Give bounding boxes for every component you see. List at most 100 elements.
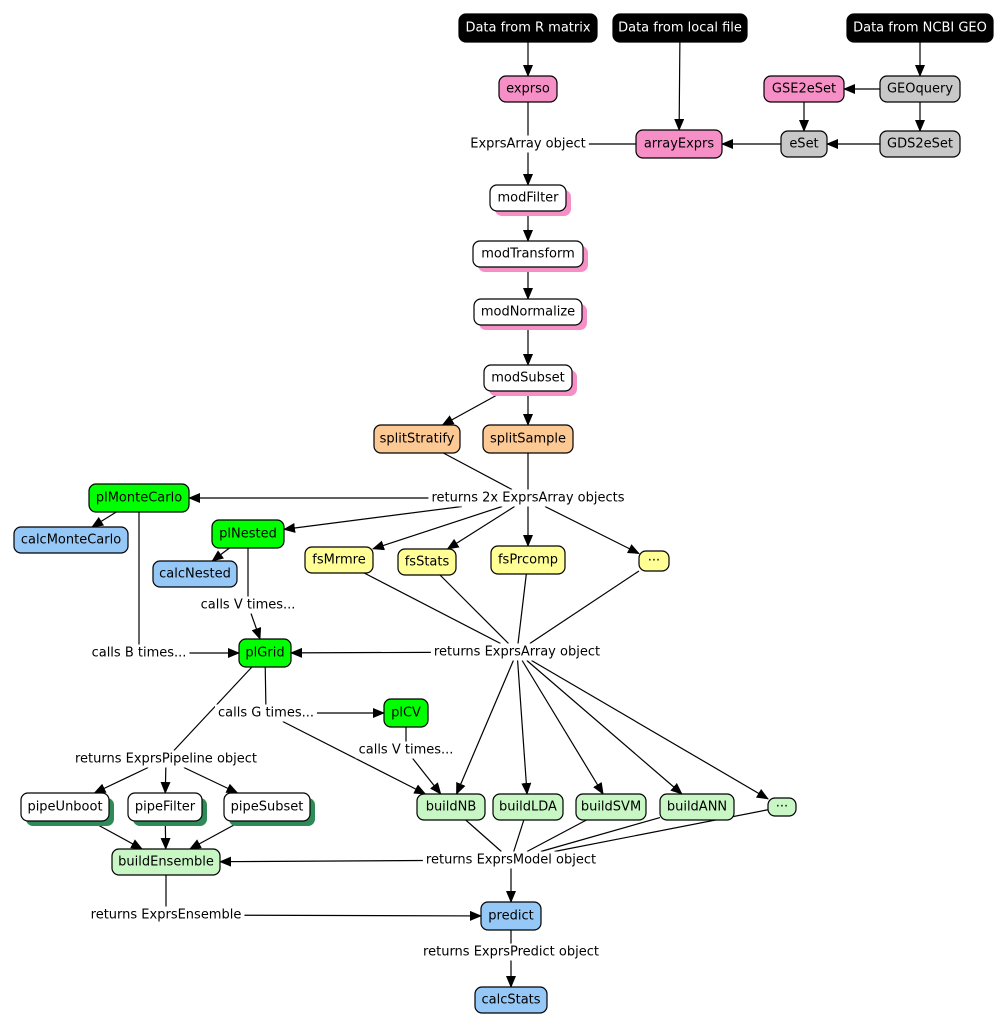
fsprcomp-node: fsPrcomp [490, 545, 566, 575]
fsmore-label: ··· [648, 554, 660, 569]
modsubset-box [483, 364, 573, 392]
arrayexprs-box [635, 129, 723, 159]
modnormalize-node: modNormalize [473, 298, 587, 330]
edges-layer [90, 41, 925, 988]
plgrid-node: plGrid [238, 638, 292, 668]
buildann-label: buildANN [667, 800, 727, 815]
lbl_returnspipeline-text: returns ExprsPipeline object [75, 752, 257, 767]
calcstats-node: calcStats [474, 986, 548, 1014]
edge-splitstratify-to-lbl_returns2x [443, 452, 513, 491]
returnspipeline-edge-label: returns ExprsPipeline object [72, 750, 260, 768]
lbl_exprsarray-text: ExprsArray object [470, 137, 585, 152]
predict-node: predict [480, 901, 542, 931]
splitsample-label: splitSample [490, 432, 566, 447]
plcv-box [383, 698, 429, 728]
lbl_callsv2-text: calls V times... [359, 743, 454, 758]
edge-fsstats-to-lbl_returnsarray [439, 574, 509, 644]
buildsvm-box [575, 793, 647, 821]
src_local-box [612, 13, 748, 43]
edge-buildlda-to-lbl_returnsmodel [513, 819, 525, 852]
edge-lbl_returnspipeline-to-pipefilter [160, 767, 171, 794]
pipeunboot-node: pipeUnboot [20, 792, 114, 826]
modfilter-box [489, 184, 567, 212]
fsstats-label: fsStats [405, 555, 450, 570]
gse2eset-box [763, 75, 845, 103]
pipefilter-label: pipeFilter [135, 800, 196, 815]
edge-plgrid-to-lbl_returnspipeline [173, 666, 253, 751]
buildsvm-node: buildSVM [575, 793, 647, 821]
buildlda-node: buildLDA [492, 793, 564, 821]
edge-lbl_returnspipeline-to-pipeunboot [93, 766, 149, 794]
buildmore-box [767, 797, 797, 817]
lbl_returnsensemble-bg [87, 906, 245, 924]
edge-pipesubset-to-buildensemble [188, 820, 242, 850]
edge-plgrid-to-lbl_callsg [264, 666, 267, 705]
lbl_returnsmodel-bg [422, 851, 600, 869]
edge-lbl_callsg-to-buildnb [282, 720, 427, 795]
src_r-label: Data from R matrix [465, 21, 590, 36]
splitstratify-box [373, 424, 461, 454]
eset-label: eSet [789, 137, 818, 152]
fsmrmre-label: fsMrmre [312, 553, 365, 568]
edge-lbl_returnsarray-to-buildsvm [521, 660, 604, 795]
lbl_callsb-text: calls B times... [92, 646, 187, 661]
edge-lbl_returns2x-to-plnested [283, 505, 462, 533]
edge-lbl_callsv1-to-plgrid [250, 613, 262, 640]
lbl_returnsarray-text: returns ExprsArray object [434, 645, 600, 660]
buildensemble-label: buildEnsemble [118, 855, 214, 870]
callsv2-edge-label: calls V times... [355, 741, 457, 759]
buildensemble-box [111, 848, 221, 876]
plnested-label: plNested [219, 527, 277, 542]
modtransform-node: modTransform [472, 240, 588, 272]
edge-lbl_returns2x-to-fsmrmre [372, 505, 503, 551]
modfilter-node: modFilter [489, 184, 571, 216]
fsmrmre-node: fsMrmre [304, 546, 374, 574]
eset-node: eSet [780, 130, 828, 158]
buildlda-label: buildLDA [499, 800, 557, 815]
buildnb-label: buildNB [426, 800, 477, 815]
callsg-edge-label: calls G times... [215, 704, 317, 722]
gds2eset-label: GDS2eSet [887, 137, 953, 152]
src_r-box [458, 13, 598, 43]
returns2x-edge-label: returns 2x ExprsArray objects [428, 489, 628, 507]
exprsarray-edge-label: ExprsArray object [467, 135, 589, 153]
labels-layer: ExprsArray object returns 2x ExprsArray o… [72, 135, 628, 961]
lbl_returns2x-text: returns 2x ExprsArray objects [431, 491, 624, 506]
geoquery-box [879, 75, 961, 103]
fsmore-box [638, 550, 670, 572]
src_local-label: Data from local file [618, 21, 742, 36]
exprso-label: exprso [506, 82, 550, 97]
src_ncbi-label: Data from NCBI GEO [853, 21, 987, 36]
lbl_callsb-bg [88, 644, 190, 662]
gse2eset-node: GSE2eSet [763, 75, 845, 103]
splitsample-box [482, 424, 574, 454]
buildann-node: buildANN [659, 793, 735, 821]
eset-box [780, 130, 828, 158]
returnsmodel-edge-label: returns ExprsModel object [422, 851, 600, 869]
calcmontecarlo-label: calcMonteCarlo [21, 533, 121, 548]
splitsample-node: splitSample [482, 424, 574, 454]
edge-buildnb-to-lbl_returnsmodel [465, 819, 502, 852]
edge-modsubset-to-splitstratify [441, 390, 505, 426]
lbl_returns2x-bg [428, 489, 628, 507]
predict-label: predict [488, 909, 533, 924]
modnormalize-label: modNormalize [481, 305, 575, 320]
modsubset-node: modSubset [483, 364, 577, 396]
edge-buildsvm-to-lbl_returnsmodel [526, 819, 587, 853]
fsstats-box [397, 548, 457, 576]
plnested-box [211, 519, 285, 549]
edge-plmontecarlo-to-calcmontecarlo [91, 511, 117, 528]
predict-box [480, 901, 542, 931]
arrayexprs-label: arrayExprs [644, 137, 715, 152]
edge-lbl_returns2x-to-fsmore [544, 505, 640, 555]
calcnested-label: calcNested [159, 567, 231, 582]
pipefilter-node: pipeFilter [127, 792, 207, 826]
edge-lbl_callsv2-to-buildnb [412, 758, 442, 795]
edge-lbl_returnsarray-to-buildlda [517, 660, 532, 795]
buildmore-label: ··· [776, 800, 788, 815]
buildmore-node: ··· [767, 797, 797, 817]
buildlda-box [492, 793, 564, 821]
exprso-box [498, 75, 558, 103]
gse2eset-label: GSE2eSet [772, 82, 836, 97]
